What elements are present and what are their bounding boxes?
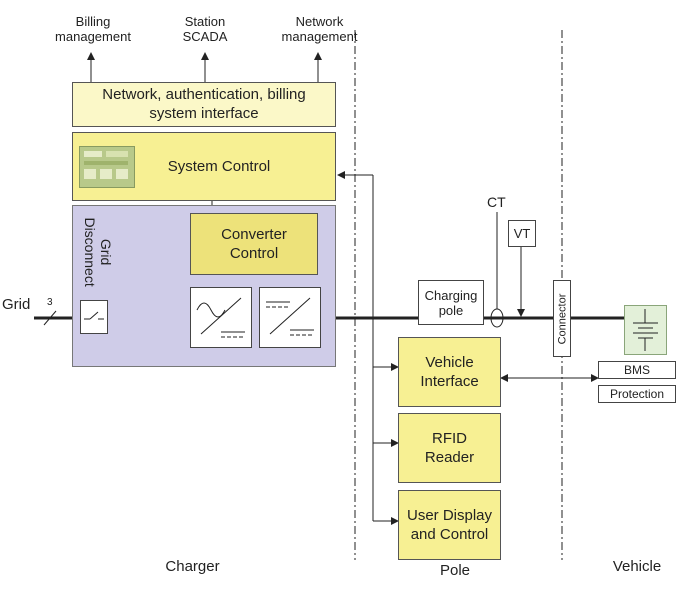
- station-scada-label: Station SCADA: [182, 14, 228, 44]
- vt-block: VT: [508, 220, 536, 247]
- ct-coil: [490, 308, 504, 328]
- system-control-block: System Control: [72, 132, 336, 201]
- ac-dc-icon: [196, 297, 245, 338]
- user-display-block: User Display and Control: [398, 490, 501, 560]
- phase-slash: [43, 310, 57, 326]
- phase-count-label: 3: [47, 297, 53, 308]
- converter-control-label: Converter Control: [221, 225, 287, 263]
- grid-label: Grid: [2, 296, 31, 313]
- network-interface-label: Network, authentication, billing system …: [102, 85, 306, 122]
- ct-label: CT: [487, 194, 506, 210]
- vehicle-interface-block: Vehicle Interface: [398, 337, 501, 407]
- dc-dc-block: [259, 287, 321, 348]
- charging-pole-block: Charging pole: [418, 280, 484, 325]
- pole-section-label: Pole: [439, 562, 471, 579]
- system-control-label: System Control: [167, 158, 271, 175]
- charger-section-label: Charger: [165, 558, 220, 575]
- grid-disconnect-label: Grid Disconnect: [82, 217, 115, 287]
- user-display-label: User Display and Control: [406, 506, 493, 544]
- bms-label: BMS: [623, 363, 650, 377]
- battery-icon: [624, 305, 667, 355]
- rfid-reader-label: RFID Reader: [424, 429, 475, 467]
- charging-pole-label: Charging pole: [424, 287, 478, 318]
- network-management-label: Network management: [281, 14, 358, 44]
- disconnect-switch: [80, 300, 108, 334]
- vehicle-interface-label: Vehicle Interface: [420, 353, 479, 391]
- switch-icon: [84, 311, 104, 320]
- battery-symbol: [633, 309, 658, 351]
- vehicle-section-label: Vehicle: [612, 558, 662, 575]
- network-interface-block: Network, authentication, billing system …: [72, 82, 336, 127]
- bms-block: BMS: [598, 361, 676, 379]
- controller-screen-icon: [79, 146, 135, 188]
- protection-label: Protection: [609, 387, 665, 401]
- connector-block: Connector: [553, 280, 571, 357]
- protection-block: Protection: [598, 385, 676, 403]
- rectifier-block: [190, 287, 252, 348]
- connector-label: Connector: [556, 293, 569, 344]
- billing-management-label: Billing management: [55, 14, 131, 44]
- rfid-reader-block: RFID Reader: [398, 413, 501, 483]
- vt-label: VT: [513, 226, 531, 241]
- dc-dc-icon: [266, 297, 314, 336]
- converter-control-block: Converter Control: [190, 213, 318, 275]
